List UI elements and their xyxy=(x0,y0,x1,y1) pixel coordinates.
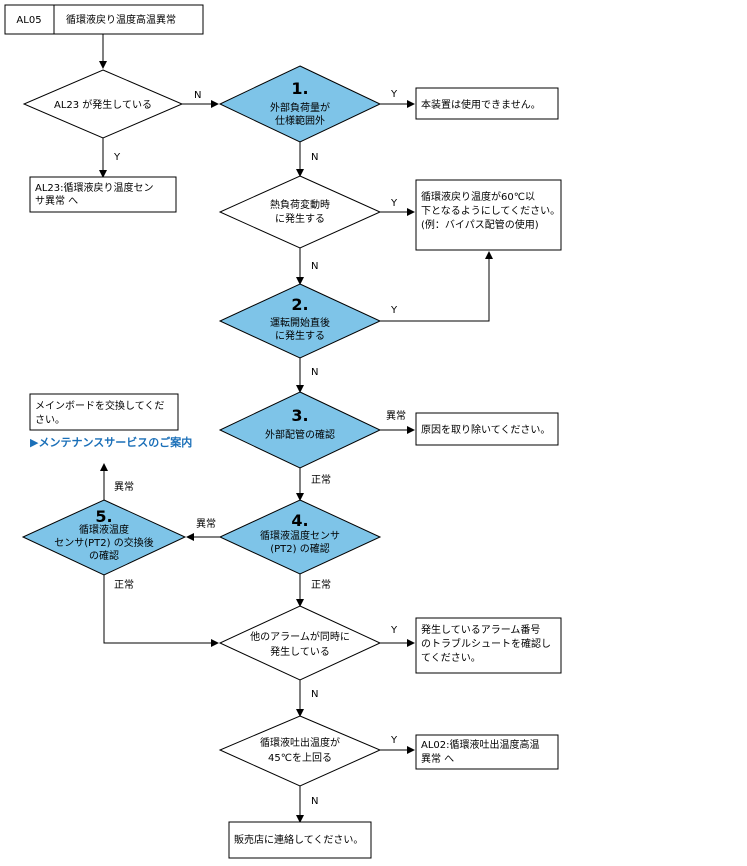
decision-2-startup: 2. 運転開始直後 に発生する xyxy=(218,283,382,359)
decision-3-piping: 3. 外部配管の確認 xyxy=(218,391,382,469)
svg-text:循環液温度: 循環液温度 xyxy=(79,523,129,536)
svg-text:45℃を上回る: 45℃を上回る xyxy=(268,752,332,764)
svg-text:原因を取り除いてください。: 原因を取り除いてください。 xyxy=(421,423,550,436)
label-y: Y xyxy=(390,625,398,636)
label-abnormal: 異常 xyxy=(196,517,216,530)
label-n: N xyxy=(194,90,201,101)
box-al02-link: AL02:循環液吐出温度高温 異常 へ xyxy=(415,734,559,770)
decision-discharge-temp: 循環液吐出温度が 45℃を上回る xyxy=(218,715,382,787)
label-normal: 正常 xyxy=(114,578,134,591)
svg-text:熱負荷変動時: 熱負荷変動時 xyxy=(270,198,330,211)
svg-text:センサ(PT2) の交換後: センサ(PT2) の交換後 xyxy=(54,536,153,549)
label-abnormal: 異常 xyxy=(386,409,406,422)
header-title: 循環液戻り温度高温異常 xyxy=(66,13,176,26)
svg-text:さい。: さい。 xyxy=(35,414,65,426)
svg-text:AL23:循環液戻り温度セン: AL23:循環液戻り温度セン xyxy=(35,181,154,194)
svg-text:(PT2) の確認: (PT2) の確認 xyxy=(270,542,329,555)
svg-text:サ異常 へ: サ異常 へ xyxy=(35,194,78,207)
decision-al23: AL23 が発生している xyxy=(22,69,184,139)
svg-text:外部配管の確認: 外部配管の確認 xyxy=(265,428,335,441)
svg-text:下となるようにしてください。: 下となるようにしてください。 xyxy=(421,205,560,217)
svg-text:(例：バイパス配管の使用): (例：バイパス配管の使用) xyxy=(421,218,539,231)
decision-1-external-load: 1. 外部負荷量が 仕様範囲外 xyxy=(218,65,382,143)
label-y: Y xyxy=(390,198,398,209)
box-contact-dealer: 販売店に連絡してください。 xyxy=(228,821,372,859)
svg-text:仕様範囲外: 仕様範囲外 xyxy=(275,114,325,127)
label-n: N xyxy=(311,367,318,378)
box-check-troubleshoot: 発生しているアラーム番号 のトラブルシュートを確認し てください。 xyxy=(415,617,562,674)
branch-labels: N Y Y N Y N Y N 異常 正常 異常 異常 正常 正常 Y N Y … xyxy=(113,89,406,807)
svg-text:外部負荷量が: 外部負荷量が xyxy=(270,101,330,114)
svg-text:メインボードを交換してくだ: メインボードを交換してくだ xyxy=(35,399,164,412)
svg-text:に発生する: に発生する xyxy=(275,212,325,225)
label-n: N xyxy=(311,689,318,700)
label-n: N xyxy=(311,261,318,272)
box-keep-under-60: 循環液戻り温度が60℃以 下となるようにしてください。 (例：バイパス配管の使用… xyxy=(415,179,562,251)
svg-text:循環液吐出温度が: 循環液吐出温度が xyxy=(260,736,340,749)
svg-text:販売店に連絡してください。: 販売店に連絡してください。 xyxy=(234,833,363,846)
svg-text:のトラブルシュートを確認し: のトラブルシュートを確認し xyxy=(421,637,551,650)
label-normal: 正常 xyxy=(311,473,331,486)
label-y: Y xyxy=(390,735,398,746)
svg-text:てください。: てください。 xyxy=(421,652,481,664)
header-box: AL05 循環液戻り温度高温異常 xyxy=(4,4,204,35)
label-y: Y xyxy=(113,152,121,163)
connector xyxy=(380,251,493,322)
svg-text:他のアラームが同時に: 他のアラームが同時に xyxy=(250,630,350,643)
step-number: 4. xyxy=(291,511,308,530)
svg-text:に発生する: に発生する xyxy=(275,329,325,342)
svg-text:発生しているアラーム番号: 発生しているアラーム番号 xyxy=(421,623,540,636)
svg-text:本装置は使用できません。: 本装置は使用できません。 xyxy=(421,98,541,111)
step-number: 2. xyxy=(291,295,308,314)
label-abnormal: 異常 xyxy=(114,480,134,493)
box-al23-link: AL23:循環液戻り温度セン サ異常 へ xyxy=(29,176,177,213)
svg-text:異常 へ: 異常 へ xyxy=(421,752,454,765)
step-number: 3. xyxy=(291,406,308,425)
svg-text:AL02:循環液吐出温度高温: AL02:循環液吐出温度高温 xyxy=(421,738,540,751)
maintenance-service-link[interactable]: ▶メンテナンスサービスのご案内 xyxy=(30,435,192,449)
box-remove-cause: 原因を取り除いてください。 xyxy=(415,412,559,446)
step-number: 1. xyxy=(291,79,308,98)
box-not-usable: 本装置は使用できません。 xyxy=(415,87,559,120)
label-y: Y xyxy=(390,305,398,316)
header-code: AL05 xyxy=(16,15,41,26)
svg-text:循環液温度センサ: 循環液温度センサ xyxy=(260,529,340,542)
svg-text:AL23 が発生している: AL23 が発生している xyxy=(54,98,152,111)
svg-text:運転開始直後: 運転開始直後 xyxy=(270,316,330,329)
decision-4-sensor: 4. 循環液温度センサ (PT2) の確認 xyxy=(218,499,382,575)
svg-text:発生している: 発生している xyxy=(270,645,330,658)
svg-text:循環液戻り温度が60℃以: 循環液戻り温度が60℃以 xyxy=(421,190,535,203)
decision-5-sensor-replaced: 5. 循環液温度 センサ(PT2) の交換後 の確認 xyxy=(21,499,187,576)
connector xyxy=(103,575,219,647)
svg-text:の確認: の確認 xyxy=(89,549,119,562)
label-normal: 正常 xyxy=(311,578,331,591)
box-replace-mainboard: メインボードを交換してくだ さい。 xyxy=(29,393,179,431)
label-y: Y xyxy=(390,89,398,100)
decision-other-alarm: 他のアラームが同時に 発生している xyxy=(218,605,382,681)
label-n: N xyxy=(311,796,318,807)
step-number: 5. xyxy=(95,507,112,526)
decision-heat-load: 熱負荷変動時 に発生する xyxy=(218,175,382,249)
label-n: N xyxy=(311,152,318,163)
